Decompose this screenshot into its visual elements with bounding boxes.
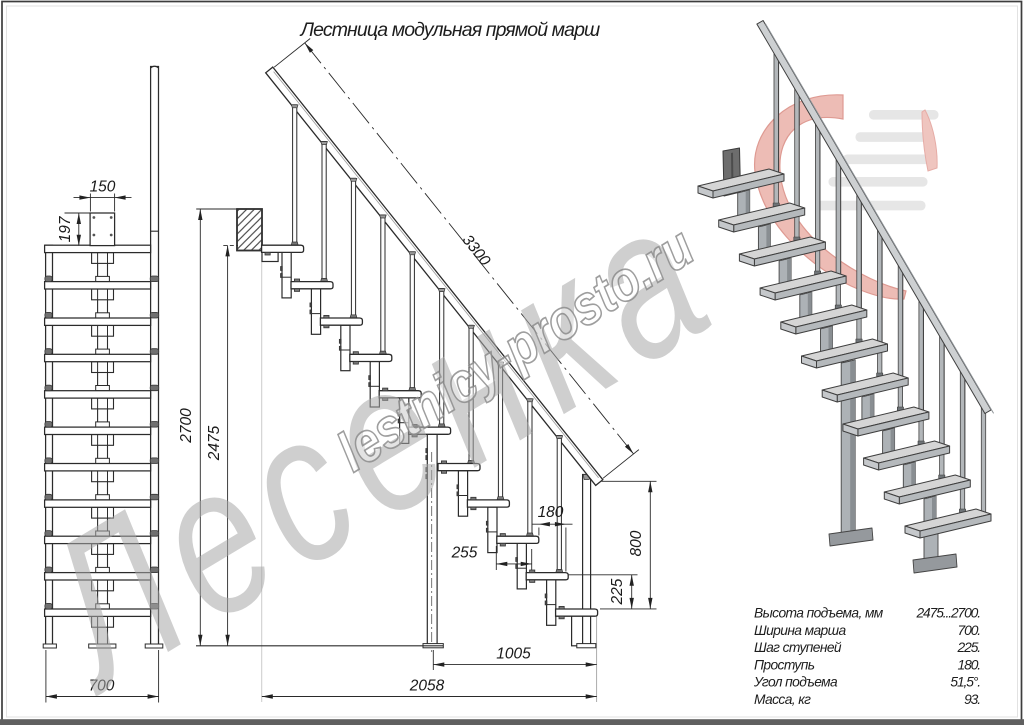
svg-text:Угол подъема: Угол подъема (753, 675, 838, 690)
svg-text:1005: 1005 (496, 646, 531, 663)
svg-text:51,5°.: 51,5°. (950, 675, 980, 690)
svg-text:225.: 225. (957, 640, 981, 655)
svg-text:Ширина марша: Ширина марша (754, 623, 846, 638)
svg-text:2058: 2058 (409, 678, 445, 695)
svg-text:2475: 2475 (206, 425, 223, 461)
svg-text:Лестница модульная прямой марш: Лестница модульная прямой марш (299, 19, 600, 41)
svg-text:2475...2700.: 2475...2700. (915, 606, 980, 621)
svg-text:700: 700 (89, 678, 115, 695)
svg-text:2700: 2700 (178, 408, 195, 444)
svg-text:150: 150 (90, 179, 116, 196)
svg-text:255: 255 (451, 545, 478, 562)
svg-text:800: 800 (628, 530, 645, 556)
svg-text:180.: 180. (958, 657, 981, 672)
svg-text:Высота подъема, мм: Высота подъема, мм (754, 606, 884, 621)
svg-text:700.: 700. (958, 623, 981, 638)
svg-text:Проступь: Проступь (754, 657, 815, 672)
svg-text:Масса, кг: Масса, кг (754, 692, 811, 707)
svg-text:180: 180 (538, 504, 564, 521)
svg-text:225: 225 (609, 578, 626, 605)
svg-text:Шаг ступеней: Шаг ступеней (754, 640, 842, 655)
svg-text:93.: 93. (964, 692, 980, 707)
svg-text:197: 197 (57, 215, 74, 242)
